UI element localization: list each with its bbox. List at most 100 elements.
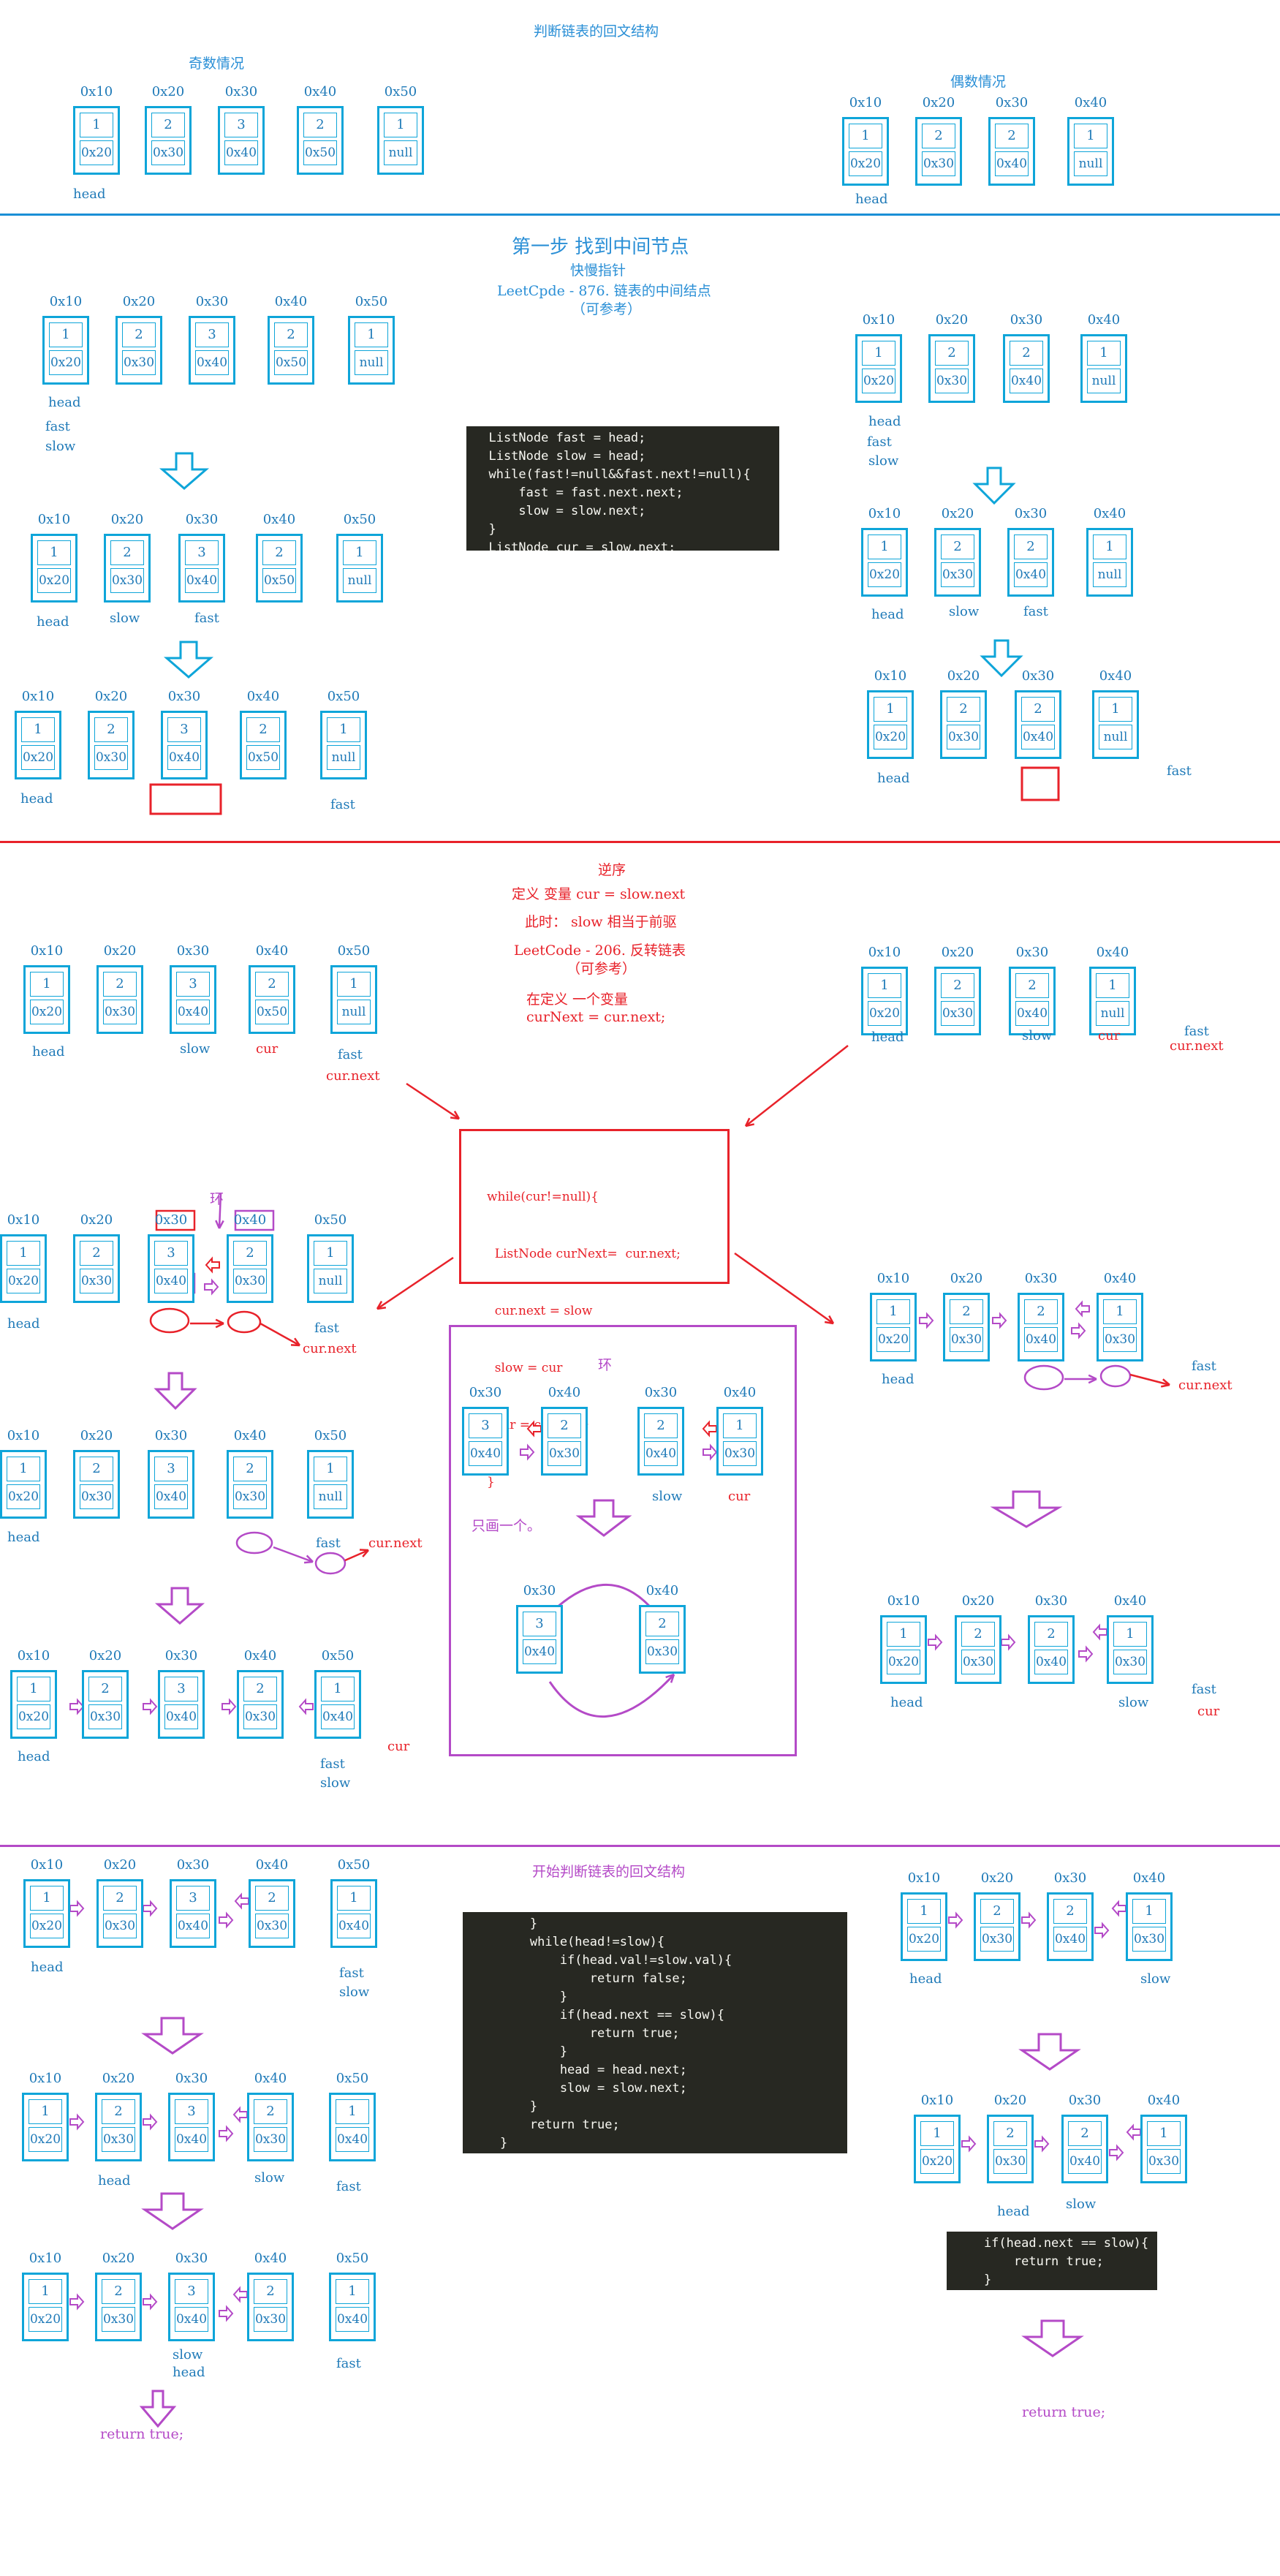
node-address: 0x20 bbox=[122, 294, 156, 309]
node-value: 3 bbox=[185, 540, 219, 565]
node-address: 0x30 bbox=[175, 2071, 208, 2086]
pointer-arrow bbox=[273, 1546, 314, 1563]
pointer-label: cur bbox=[1098, 1028, 1121, 1043]
code-line: } bbox=[470, 1916, 538, 1931]
pointer-label: fast bbox=[336, 2179, 361, 2194]
code-line: } bbox=[470, 2099, 538, 2114]
link-arrow bbox=[1126, 2123, 1141, 2141]
code-line: ListNode fast = head; bbox=[474, 431, 646, 445]
node-value: 1 bbox=[29, 2279, 62, 2304]
down-arrow bbox=[163, 641, 214, 679]
node-next: 0x20 bbox=[29, 2307, 62, 2332]
pointer-arrow bbox=[734, 1252, 834, 1325]
node-next: 0x20 bbox=[49, 350, 83, 375]
step2-line5: 在定义 一个变量 bbox=[526, 992, 629, 1008]
node-address: 0x40 bbox=[274, 294, 308, 309]
pointer-label: slow bbox=[339, 1984, 370, 2000]
pointer-arrow bbox=[406, 1082, 460, 1120]
node-value: 2 bbox=[255, 972, 289, 997]
loop-line: slow = cur bbox=[487, 1361, 563, 1375]
node-next: 0x50 bbox=[246, 745, 280, 770]
node-address: 0x40 bbox=[254, 2251, 287, 2266]
node-address: 0x20 bbox=[947, 668, 980, 684]
code-line: return true; bbox=[470, 2026, 680, 2041]
node-address: 0x20 bbox=[151, 84, 185, 99]
node-address: 0x40 bbox=[303, 84, 337, 99]
arrow-head bbox=[290, 1337, 301, 1347]
cur-next-label: cur.next bbox=[303, 1341, 357, 1356]
node-address: 0x10 bbox=[868, 506, 901, 521]
node-address: 0x10 bbox=[17, 1648, 50, 1663]
node-value: 2 bbox=[947, 697, 980, 722]
link-arrow bbox=[1111, 1900, 1126, 1917]
code-line: } bbox=[470, 2136, 508, 2150]
node-address: 0x10 bbox=[862, 312, 895, 328]
node-address: 0x10 bbox=[21, 689, 55, 704]
node-next: null bbox=[1093, 562, 1126, 587]
pointer-label: fast bbox=[314, 1321, 339, 1336]
pointer-label: head bbox=[877, 771, 910, 786]
code-line: slow = slow.next; bbox=[470, 2081, 687, 2096]
node-next: 0x50 bbox=[255, 1000, 289, 1024]
link-arrow bbox=[961, 2135, 977, 2153]
pointer-label: slow bbox=[868, 453, 899, 469]
node-address: 0x20 bbox=[980, 1870, 1014, 1886]
node-address: 0x10 bbox=[80, 84, 113, 99]
link-arrow bbox=[143, 2113, 158, 2131]
node-address: 0x30 bbox=[185, 512, 219, 527]
node-address: 0x30 bbox=[1015, 945, 1049, 960]
pointer-label: slow bbox=[320, 1775, 351, 1791]
node-address: 0x50 bbox=[336, 2251, 369, 2266]
node-value: 2 bbox=[1068, 2121, 1102, 2146]
node-address: 0x30 bbox=[523, 1583, 556, 1598]
arrow-head bbox=[1088, 1374, 1097, 1384]
node-value: 2 bbox=[993, 2121, 1027, 2146]
even-case-title: 偶数情况 bbox=[950, 74, 1007, 90]
node-address: 0x20 bbox=[961, 1593, 995, 1609]
node-next: 0x40 bbox=[1014, 562, 1048, 587]
node-next: 0x20 bbox=[7, 1484, 40, 1509]
link-arrow bbox=[232, 2106, 248, 2123]
pointer-label: head bbox=[98, 2173, 131, 2188]
node-address: 0x40 bbox=[1093, 506, 1126, 521]
link-arrow bbox=[992, 1312, 1007, 1329]
code-line: head = head.next; bbox=[470, 2063, 687, 2077]
step2-line1: 定义 变量 cur = slow.next bbox=[512, 886, 686, 902]
node-next: 0x40 bbox=[337, 1914, 371, 1938]
list-node: 2 0x40 bbox=[1028, 1615, 1075, 1684]
node-address: 0x40 bbox=[645, 1583, 679, 1598]
pointer-label: head bbox=[20, 791, 53, 807]
node-next: 0x40 bbox=[175, 2127, 208, 2152]
pointer-label: head bbox=[855, 192, 888, 207]
step2-line3: LeetCode - 206. 反转链表 bbox=[514, 943, 686, 959]
node-next: 0x40 bbox=[154, 1269, 188, 1293]
node-next: 0x20 bbox=[29, 2127, 62, 2152]
node-next: 0x30 bbox=[941, 562, 974, 587]
node-next: 0x40 bbox=[1034, 1650, 1068, 1674]
node-next: 0x30 bbox=[255, 1914, 289, 1938]
node-address: 0x30 bbox=[469, 1385, 502, 1400]
node-next: 0x50 bbox=[274, 350, 308, 375]
node-value: 1 bbox=[1132, 1899, 1166, 1924]
node-value: 1 bbox=[314, 1457, 347, 1481]
node-value: 2 bbox=[1034, 1622, 1068, 1647]
